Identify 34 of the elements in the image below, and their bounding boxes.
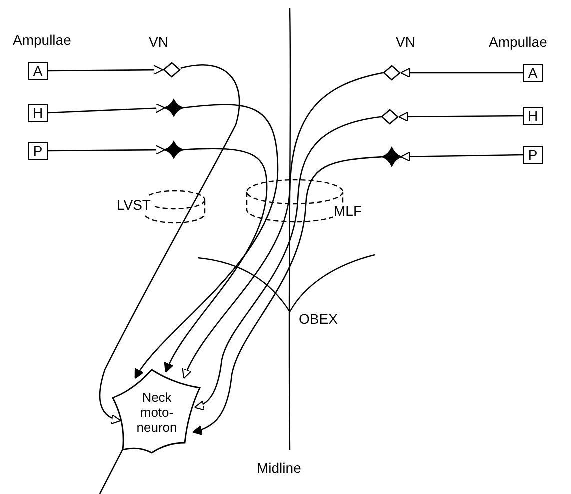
text-label: Ampullae: [488, 34, 548, 50]
diamond-cell: [163, 62, 181, 78]
axon-line: [99, 450, 124, 494]
nerve-fiber-arrow: [400, 68, 523, 78]
star-cell: [165, 142, 183, 158]
nerve-fiber-arrow: [48, 65, 164, 76]
text-label: LVST: [116, 197, 152, 213]
text-label: Midline: [256, 460, 302, 476]
diamond-cell: [381, 109, 399, 125]
ampulla-box: H: [28, 104, 48, 122]
ampulla-box: A: [523, 64, 543, 82]
nerve-fiber-arrow: [192, 156, 384, 436]
nerve-fiber-arrow: [99, 64, 240, 424]
text-label: Ampullae: [12, 32, 72, 48]
text-label: VN: [148, 34, 170, 50]
text-label: VN: [395, 34, 416, 50]
nerve-fiber-arrow: [48, 145, 166, 156]
nerve-fiber-arrow: [165, 148, 268, 373]
nerve-fiber-arrow: [182, 72, 384, 380]
diamond-cell: [383, 65, 401, 81]
text-label: OBEX: [298, 311, 339, 327]
ampulla-box: P: [523, 146, 543, 164]
ampulla-box: P: [28, 142, 48, 160]
nerve-fiber-arrow: [134, 104, 279, 380]
star-cell: [165, 100, 183, 116]
neuron-label: Neck moto- neuron: [136, 390, 178, 434]
nerve-fiber-arrow: [48, 103, 166, 114]
nerve-fiber-arrow: [194, 116, 382, 410]
ampulla-box: A: [28, 62, 48, 80]
ampulla-box: H: [523, 107, 543, 125]
nerve-fiber-arrow: [400, 152, 524, 162]
star-cell: [383, 148, 401, 166]
nerve-fiber-arrow: [398, 112, 523, 122]
text-label: MLF: [333, 203, 363, 219]
